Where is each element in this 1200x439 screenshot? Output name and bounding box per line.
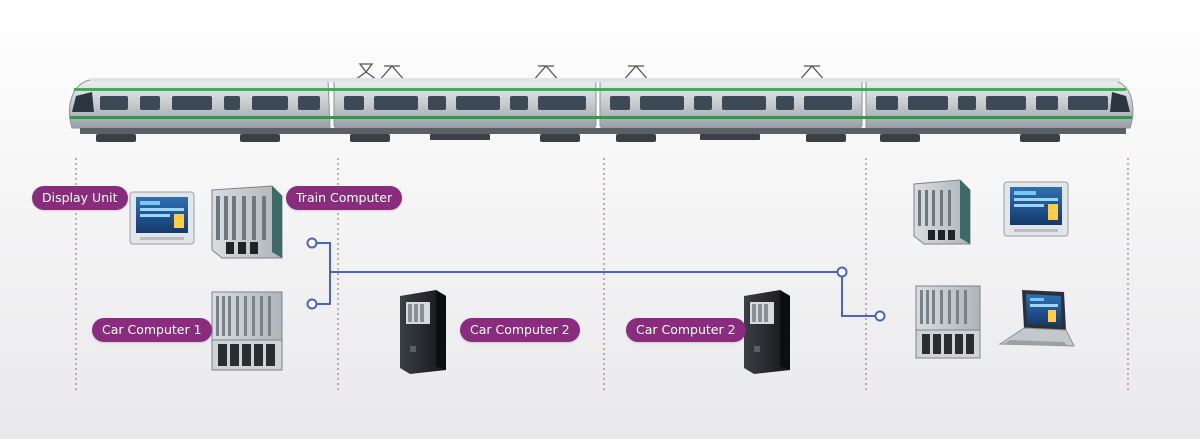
train-computer-label: Train Computer	[286, 186, 403, 210]
rack-computer-icon	[211, 291, 283, 371]
rack-computer-icon	[915, 285, 981, 359]
display-panel-icon	[1003, 181, 1069, 237]
car-computer-2-label: Car Computer 2	[460, 318, 580, 342]
train-bogies	[80, 128, 1126, 142]
display-panel-icon	[129, 191, 195, 245]
pantograph-icon	[351, 63, 827, 83]
train-windows	[100, 96, 1108, 110]
car-dividers	[75, 158, 1129, 392]
rack-computer-icon	[211, 185, 283, 259]
rack-computer-icon	[913, 179, 971, 245]
car-computer-2-label-right: Car Computer 2	[626, 318, 746, 342]
network-nodes	[306, 237, 886, 322]
tower-computer-icon	[744, 290, 790, 374]
display-unit-label: Display Unit	[32, 186, 128, 210]
network-lines	[312, 242, 880, 317]
car-computer-1-label: Car Computer 1	[92, 318, 212, 342]
metro-train-icon	[68, 63, 1134, 142]
tower-computer-icon	[400, 290, 446, 374]
laptop-icon	[998, 290, 1075, 347]
